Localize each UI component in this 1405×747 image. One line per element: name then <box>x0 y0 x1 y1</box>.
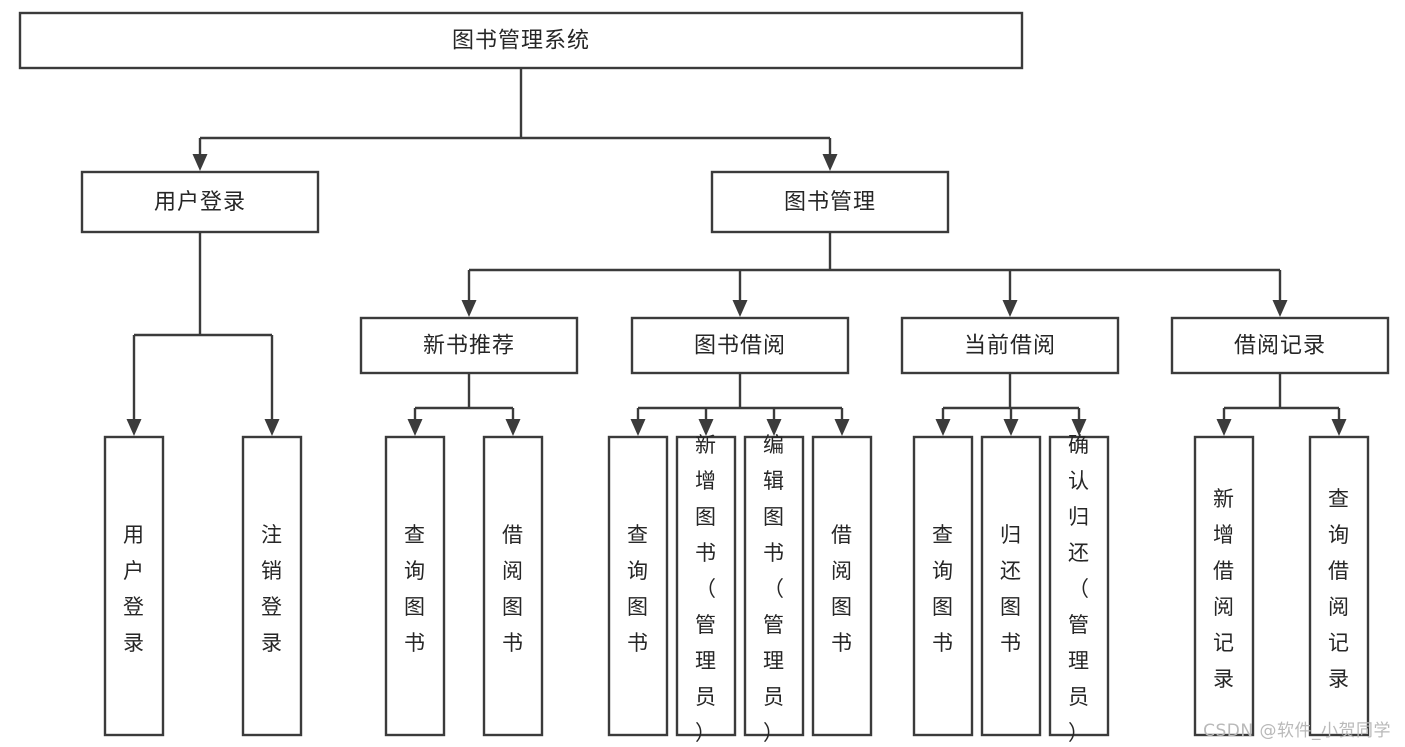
arrow-head-icon <box>1003 419 1019 436</box>
arrow-head-icon <box>834 419 850 436</box>
node-new-book-rec[interactable]: 新书推荐 <box>359 316 579 375</box>
node-leaf-add-book[interactable]: 新增图书（管理员） <box>675 433 737 745</box>
node-leaf-user-logout[interactable]: 注销登录 <box>241 435 303 737</box>
arrow-head-icon <box>1002 300 1018 317</box>
node-book-borrow[interactable]: 图书借阅 <box>630 316 850 375</box>
connector-group-borrow-record <box>1216 373 1347 436</box>
arrow-head-icon <box>192 154 208 171</box>
arrow-head-icon <box>630 419 646 436</box>
arrow-head-icon <box>935 419 951 436</box>
node-box[interactable] <box>103 435 165 737</box>
node-label: 当前借阅 <box>964 334 1056 359</box>
arrow-head-icon <box>461 300 477 317</box>
arrow-head-icon <box>407 419 423 436</box>
node-label: 查询图书 <box>627 523 649 655</box>
node-label: 查询图书 <box>932 523 954 655</box>
arrow-head-icon <box>698 419 714 436</box>
node-leaf-edit-book[interactable]: 编辑图书（管理员） <box>743 433 805 745</box>
node-box[interactable] <box>1193 435 1255 737</box>
node-box[interactable] <box>630 316 850 375</box>
node-leaf-query-book-1[interactable]: 查询图书 <box>384 435 446 737</box>
node-box[interactable] <box>384 435 446 737</box>
node-box[interactable] <box>1170 316 1390 375</box>
node-leaf-borrow-book-2[interactable]: 借阅图书 <box>811 435 873 737</box>
arrow-head-icon <box>505 419 521 436</box>
node-leaf-query-book-2[interactable]: 查询图书 <box>607 435 669 737</box>
node-leaf-user-login[interactable]: 用户登录 <box>103 435 165 737</box>
node-label: 确认归还（管理员） <box>1068 433 1090 745</box>
node-leaf-borrow-book-1[interactable]: 借阅图书 <box>482 435 544 737</box>
arrow-head-icon <box>1331 419 1347 436</box>
arrow-head-icon <box>1272 300 1288 317</box>
node-box[interactable] <box>18 11 1024 70</box>
node-box[interactable] <box>743 435 805 737</box>
node-label: 借阅图书 <box>831 523 853 655</box>
node-box[interactable] <box>912 435 974 737</box>
node-label: 查询借阅记录 <box>1328 487 1350 691</box>
node-layer: 图书管理系统用户登录图书管理新书推荐图书借阅当前借阅借阅记录用户登录注销登录查询… <box>18 11 1390 745</box>
connector-group-root <box>192 68 838 171</box>
node-leaf-query-book-3[interactable]: 查询图书 <box>912 435 974 737</box>
node-box[interactable] <box>1048 435 1110 737</box>
node-label: 查询图书 <box>404 523 426 655</box>
node-label: 借阅记录 <box>1234 334 1326 359</box>
connector-group-new-book-rec <box>407 373 521 436</box>
node-box[interactable] <box>607 435 669 737</box>
node-leaf-add-record[interactable]: 新增借阅记录 <box>1193 435 1255 737</box>
node-label: 归还图书 <box>1000 523 1022 655</box>
node-box[interactable] <box>1308 435 1370 737</box>
node-leaf-return-book[interactable]: 归还图书 <box>980 435 1042 737</box>
node-label: 图书借阅 <box>694 334 786 359</box>
node-label: 注销登录 <box>261 523 283 655</box>
node-box[interactable] <box>811 435 873 737</box>
arrow-head-icon <box>732 300 748 317</box>
node-box[interactable] <box>980 435 1042 737</box>
connector-layer <box>126 68 1347 436</box>
node-root[interactable]: 图书管理系统 <box>18 11 1024 70</box>
node-box[interactable] <box>359 316 579 375</box>
arrow-head-icon <box>264 419 280 436</box>
node-label: 用户登录 <box>123 523 145 655</box>
arrow-head-icon <box>126 419 142 436</box>
node-label: 新增借阅记录 <box>1213 487 1235 691</box>
node-label: 借阅图书 <box>502 523 524 655</box>
arrow-head-icon <box>1071 419 1087 436</box>
connector-group-book-manage <box>461 232 1288 317</box>
node-box[interactable] <box>80 170 320 234</box>
node-book-manage[interactable]: 图书管理 <box>710 170 950 234</box>
arrow-head-icon <box>766 419 782 436</box>
node-current-borrow[interactable]: 当前借阅 <box>900 316 1120 375</box>
node-label: 用户登录 <box>154 190 246 215</box>
arrow-head-icon <box>822 154 838 171</box>
node-label: 图书管理 <box>784 190 876 215</box>
node-label: 新增图书（管理员） <box>695 433 717 745</box>
node-user-login[interactable]: 用户登录 <box>80 170 320 234</box>
node-box[interactable] <box>675 435 737 737</box>
node-box[interactable] <box>710 170 950 234</box>
node-box[interactable] <box>482 435 544 737</box>
node-borrow-record[interactable]: 借阅记录 <box>1170 316 1390 375</box>
node-box[interactable] <box>241 435 303 737</box>
node-label: 新书推荐 <box>423 334 515 359</box>
node-leaf-confirm-return[interactable]: 确认归还（管理员） <box>1048 433 1110 745</box>
node-label: 图书管理系统 <box>452 29 590 54</box>
arrow-head-icon <box>1216 419 1232 436</box>
connector-group-user-login <box>126 232 280 436</box>
node-leaf-query-record[interactable]: 查询借阅记录 <box>1308 435 1370 737</box>
node-box[interactable] <box>900 316 1120 375</box>
node-label: 编辑图书（管理员） <box>763 433 785 745</box>
connector-group-current-borrow <box>935 373 1087 436</box>
connector-group-book-borrow <box>630 373 850 436</box>
